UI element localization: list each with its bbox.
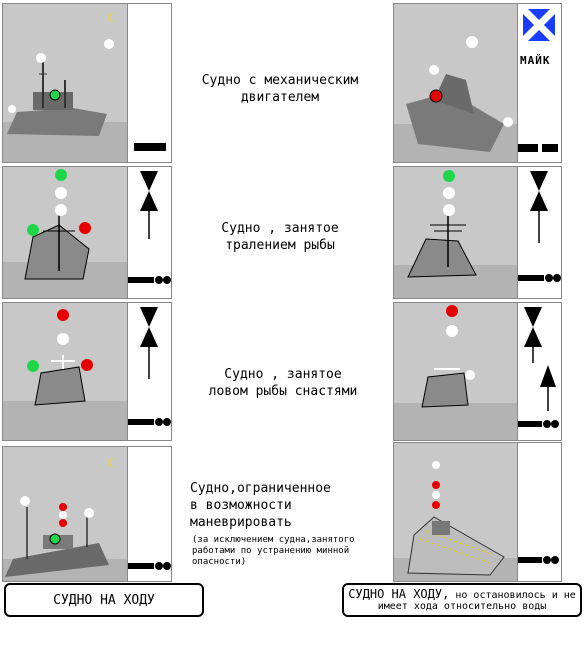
underway-stopped-label-rest: но остановилось и не имеет хода относите… (377, 589, 576, 612)
all-round-light-white-top (432, 461, 440, 469)
masthead-light-white-1 (20, 496, 30, 506)
row1-left-vessel-illustration: ☾ (3, 11, 127, 162)
all-round-light-white-middle (59, 511, 67, 519)
row4-note-line2: работами по устранению минной (192, 546, 350, 556)
code-flag-m-icon (518, 6, 558, 152)
row3-left-signal-column (127, 303, 171, 440)
underway-label: СУДНО НА ХОДУ (53, 592, 155, 608)
row2-left-vessel-illustration (3, 169, 127, 298)
row2-left-panel (2, 166, 172, 299)
row1-caption-line2: двигателем (240, 90, 320, 105)
day-signal-two-cones-points-together (128, 307, 171, 426)
all-round-light-green (55, 169, 67, 181)
row1-caption-line1: Судно с механическим (201, 73, 359, 88)
row1-right-vessel-illustration (394, 36, 517, 162)
sidelight-green (49, 533, 61, 545)
row4-right-vessel-illustration (394, 461, 517, 581)
row3-left-vessel-illustration (3, 309, 127, 440)
day-signal-ball-diamond-ball (128, 562, 171, 570)
row1-caption: Судно с механическим двигателем (180, 72, 380, 106)
masthead-light-white (55, 204, 67, 216)
row4-left-vessel-illustration: ☾ (3, 456, 127, 581)
row1-left-signal-column (127, 4, 171, 162)
row4-caption-line3: маневрировать (190, 515, 292, 530)
row2-caption-line1: Судно , занятое (221, 221, 339, 236)
row2-right-panel (393, 166, 562, 299)
underway-stopped-label-main: СУДНО НА ХОДУ, (348, 586, 450, 601)
row3-right-signal-column (517, 303, 561, 440)
moon-icon: ☾ (107, 11, 114, 25)
row2-right-vessel-illustration (394, 170, 517, 298)
all-round-light-green (443, 170, 455, 182)
sidelight-green (27, 224, 39, 236)
day-signal-none (134, 143, 166, 151)
masthead-light-white-1 (466, 36, 478, 48)
stern-light-white (503, 117, 513, 127)
row1-right-signal-column: МАЙК (517, 4, 561, 162)
all-round-light-white (57, 333, 69, 345)
sidelight-red (429, 89, 443, 103)
row3-caption: Судно , занятое ловом рыбы снастями (188, 366, 378, 400)
underway-stopped-label-box: СУДНО НА ХОДУ, но остановилось и не имее… (342, 583, 582, 617)
row3-caption-line2: ловом рыбы снастями (208, 384, 358, 399)
row4-left-signal-column (127, 447, 171, 581)
row4-right-signal-column (517, 443, 561, 581)
row4-note: (за исключением судна,занятого работами … (192, 535, 378, 568)
stern-light-white (465, 370, 475, 380)
all-round-light-red-upper (432, 481, 440, 489)
row3-right-panel (393, 302, 562, 441)
flag-label: МАЙК (520, 54, 551, 67)
underway-stopped-label: СУДНО НА ХОДУ, но остановилось и не имее… (344, 586, 580, 612)
row2-right-signal-column (517, 167, 561, 298)
sidelight-red (79, 222, 91, 234)
row4-note-line3: опасности) (192, 557, 247, 567)
all-round-light-red (446, 305, 458, 317)
all-round-light-red-lower (432, 501, 440, 509)
row4-note-line1: (за исключением судна,занятого (192, 535, 355, 545)
all-round-light-red (57, 309, 69, 321)
row3-caption-line1: Судно , занятое (224, 367, 342, 382)
all-round-light-white-middle (432, 491, 440, 499)
all-round-light-red-lower (59, 519, 67, 527)
row4-right-panel (393, 442, 562, 582)
row1-left-panel: ☾ (2, 3, 172, 163)
all-round-light-red-upper (59, 503, 67, 511)
masthead-light-white (443, 204, 455, 216)
row2-caption: Судно , занятое тралением рыбы (190, 220, 370, 254)
all-round-light-white (443, 187, 455, 199)
sidelight-red (81, 359, 93, 371)
row3-right-vessel-illustration (394, 305, 517, 440)
day-signal-two-cones-points-together (128, 171, 171, 284)
day-signal-two-cones-points-together (518, 171, 561, 282)
moon-icon: ☾ (107, 456, 114, 470)
row2-left-signal-column (127, 167, 171, 298)
masthead-light-white-2 (429, 65, 439, 75)
all-round-light-white (55, 187, 67, 199)
masthead-light-white-2 (104, 39, 114, 49)
all-round-light-white (446, 325, 458, 337)
row4-caption: Судно,ограниченное в возможности маневри… (190, 480, 370, 531)
masthead-light-white-1 (36, 53, 46, 63)
day-signal-ball-diamond-ball (518, 556, 559, 564)
sidelight-green (27, 360, 39, 372)
row2-caption-line2: тралением рыбы (225, 238, 335, 253)
stern-light-white (8, 105, 16, 113)
sidelight-green (49, 89, 61, 101)
masthead-light-white-2 (84, 508, 94, 518)
day-signal-cones-with-gear-cone (518, 307, 559, 428)
row4-left-panel: ☾ (2, 446, 172, 582)
row4-caption-line2: в возможности (190, 498, 292, 513)
row1-right-panel: МАЙК (393, 3, 562, 163)
row4-caption-line1: Судно,ограниченное (190, 481, 331, 496)
row3-left-panel (2, 302, 172, 441)
underway-label-box: СУДНО НА ХОДУ (4, 583, 204, 617)
